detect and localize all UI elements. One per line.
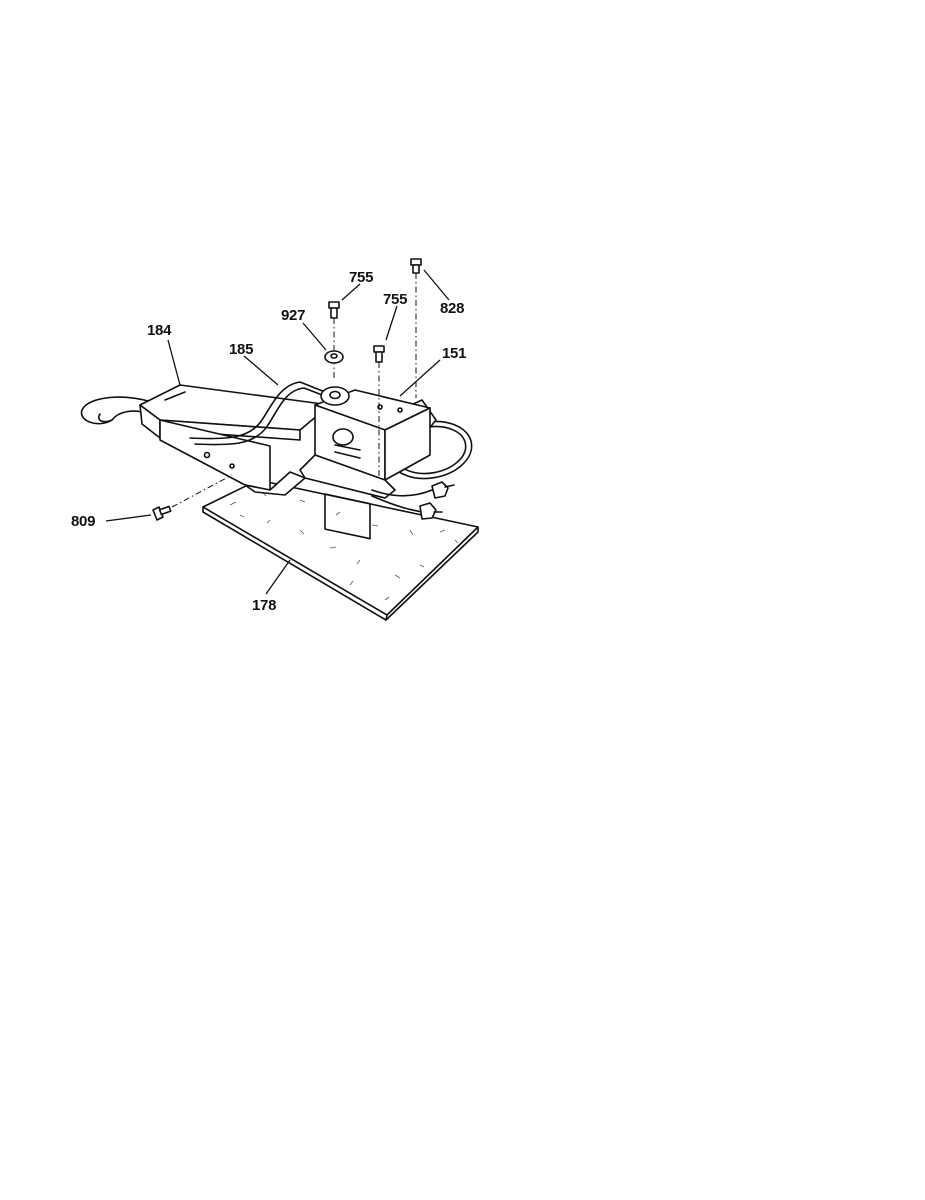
mounting-bracket [80, 384, 331, 496]
callout-184: 184 [147, 322, 172, 339]
callout-828: 828 [440, 300, 464, 317]
leader-lines [105, 269, 450, 595]
callout-755-top: 755 [349, 269, 373, 286]
callout-927: 927 [281, 307, 305, 324]
screw-828 [410, 258, 422, 274]
drive-rod [189, 381, 350, 446]
wire-leads [371, 481, 455, 520]
screw-809 [152, 505, 172, 521]
callout-755-right: 755 [383, 291, 407, 308]
callout-151: 151 [442, 345, 466, 362]
washer-927 [324, 350, 344, 364]
insulation-pad [202, 479, 479, 621]
screw-755-left [328, 301, 340, 319]
screw-755-right [373, 345, 385, 363]
callout-178: 178 [252, 597, 276, 614]
callout-185: 185 [229, 341, 253, 358]
callout-809: 809 [71, 513, 95, 530]
